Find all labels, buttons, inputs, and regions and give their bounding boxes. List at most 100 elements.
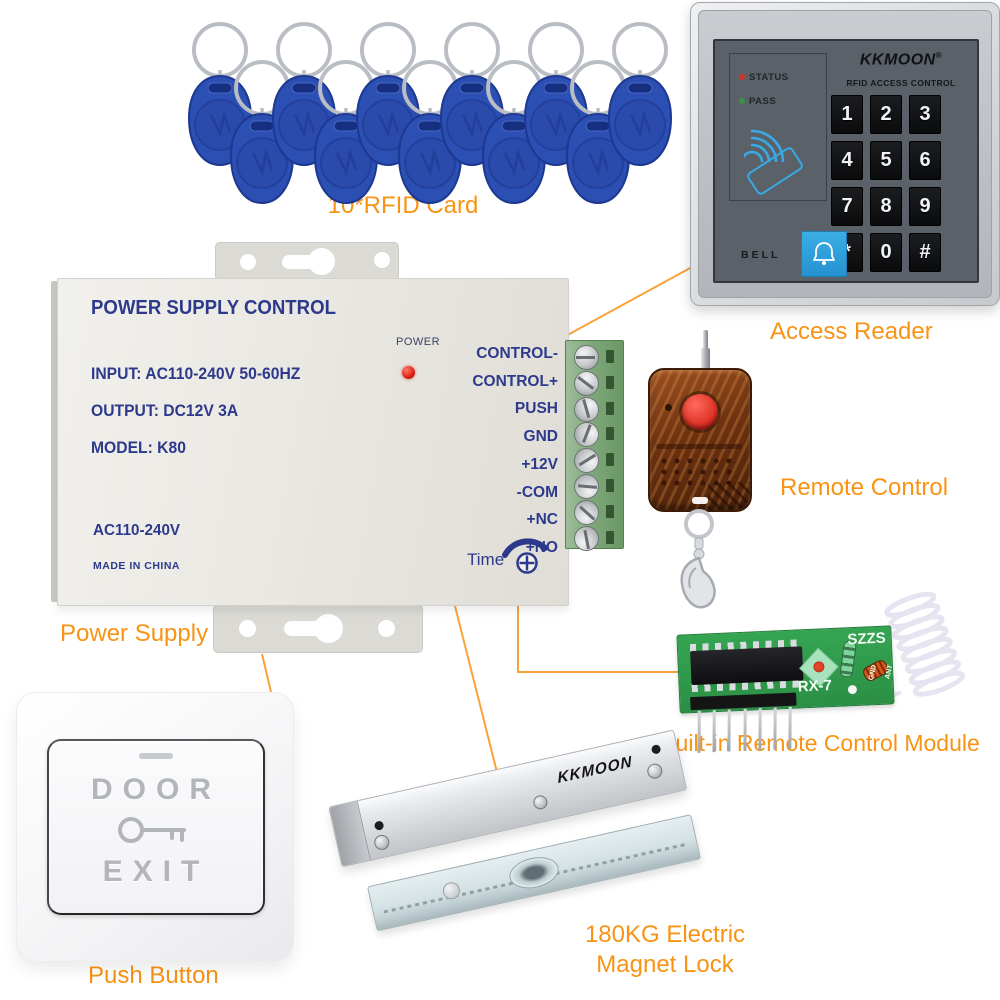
lock-screw (372, 833, 391, 852)
magnet-lock-label: 180KG Electric Magnet Lock (565, 920, 765, 980)
reader-brand-text: KKMOON (859, 51, 936, 69)
bracket-hole (378, 620, 395, 637)
terminal-screw[interactable] (571, 523, 602, 553)
module-pin (712, 710, 717, 753)
access-reader-label: Access Reader (770, 318, 933, 345)
power-supply-box: POWER SUPPLY CONTROL INPUT: AC110-240V 5… (57, 278, 569, 606)
psu-side-face (51, 281, 58, 602)
terminal-screw[interactable] (568, 365, 605, 401)
key-2[interactable]: 2 (870, 95, 902, 134)
module-silk-model: RX-7 (797, 676, 833, 696)
lock-screw (645, 762, 664, 781)
access-reader: STATUS PASS KK (690, 2, 1000, 306)
terminal-wire-slot (606, 350, 614, 363)
remote-button[interactable] (682, 394, 718, 430)
rfid-waves-icon (744, 129, 785, 162)
status-label: STATUS (749, 72, 789, 83)
time-adjust-screw-icon[interactable] (501, 535, 549, 579)
psu-voltage-line: AC110-240V (93, 522, 181, 539)
terminal-wire-slot (606, 427, 614, 441)
remote-trim-band (656, 444, 742, 449)
plate-guide-pin (441, 880, 462, 901)
door-text: DOOR (91, 773, 221, 806)
bell-label: BELL (741, 249, 781, 261)
key-3[interactable]: 3 (909, 95, 941, 134)
power-supply-label: Power Supply (60, 620, 209, 647)
reader-subtitle: RFID ACCESS CONTROL (846, 78, 956, 88)
remote-antenna-tip (703, 330, 708, 350)
remote-body (648, 368, 752, 512)
terminal-label: -COM (516, 483, 558, 501)
exit-button-plate: DOOR EXIT (16, 692, 294, 962)
rf-receiver-module: SZZS RX-7 GND ANT (650, 588, 995, 758)
terminal-screw[interactable] (569, 443, 604, 478)
magnet-lock-label-line1: 180KG Electric (584, 921, 746, 948)
solder-pad (847, 684, 858, 695)
pin-header (690, 692, 797, 711)
bell-button[interactable] (801, 231, 847, 277)
status-led-row: STATUS (739, 72, 789, 83)
terminal-wire-slot (606, 375, 614, 389)
rfid-fob-set (0, 0, 1000, 230)
psu-input-line: INPUT: AC110-240V 50-60HZ (91, 365, 301, 383)
ic-chip (690, 646, 804, 686)
module-pin (773, 707, 777, 750)
exit-button-indicator (139, 753, 173, 759)
psu-bottom-bracket (213, 604, 423, 653)
module-pin (788, 706, 793, 749)
bell-icon (813, 242, 835, 265)
terminal-label: +12V (521, 455, 558, 473)
terminal-screw[interactable] (570, 418, 603, 452)
psu-top-bracket (215, 242, 399, 281)
key-1[interactable]: 1 (831, 95, 863, 134)
remote-antenna-base (701, 348, 710, 372)
lock-screw (532, 794, 549, 811)
psu-origin-line: MADE IN CHINA (93, 560, 180, 572)
remote-grip-ridges (708, 482, 750, 510)
key-6[interactable]: 6 (909, 141, 941, 180)
pass-led (739, 98, 745, 105)
bracket-keyhole (308, 248, 335, 275)
push-button-label: Push Button (88, 962, 219, 989)
bracket-hole (240, 254, 256, 270)
terminal-screw[interactable] (574, 345, 599, 370)
terminal-labels: CONTROL- CONTROL+ PUSH GND +12V -COM +NC… (401, 340, 558, 562)
bracket-keyhole (314, 614, 343, 643)
pass-label: PASS (749, 96, 777, 107)
psu-model-line: MODEL: K80 (91, 439, 186, 457)
key-hash[interactable]: # (909, 233, 941, 272)
terminal-screw[interactable] (572, 472, 601, 501)
terminal-label: +NC (526, 511, 558, 529)
terminal-wire-slot (606, 453, 614, 467)
reader-brand: KKMOON® (829, 51, 973, 69)
key-8[interactable]: 8 (870, 187, 902, 226)
terminal-label: PUSH (514, 400, 558, 418)
lock-hole (373, 820, 385, 831)
module-pin (727, 709, 732, 752)
bracket-hole (374, 252, 390, 268)
exit-button[interactable]: DOOR EXIT (47, 739, 265, 915)
module-pin (758, 708, 762, 751)
module-silk-brand: SZZS (847, 629, 887, 649)
key-0[interactable]: 0 (870, 233, 902, 272)
key-5[interactable]: 5 (870, 141, 902, 180)
pass-led-row: PASS (739, 96, 776, 107)
key-icon (118, 817, 186, 843)
key-7[interactable]: 7 (831, 187, 863, 226)
status-led (739, 74, 745, 81)
key-4[interactable]: 4 (831, 141, 863, 180)
magnet-lock-label-line2: Magnet Lock (596, 951, 734, 978)
terminal-screw[interactable] (568, 494, 605, 530)
remote-control-label: Remote Control (780, 474, 949, 501)
psu-output-line: OUTPUT: DC12V 3A (91, 402, 239, 420)
lock-hole (650, 743, 662, 755)
key-9[interactable]: 9 (909, 187, 941, 226)
module-pin (743, 708, 747, 751)
psu-terminal-block (565, 340, 624, 553)
module-silk-ant: ANT (884, 664, 895, 680)
module-pcb: SZZS RX-7 GND ANT (676, 625, 895, 753)
module-pin (697, 710, 702, 753)
terminal-screw[interactable] (571, 393, 602, 425)
psu-title: POWER SUPPLY CONTROL (91, 297, 336, 319)
